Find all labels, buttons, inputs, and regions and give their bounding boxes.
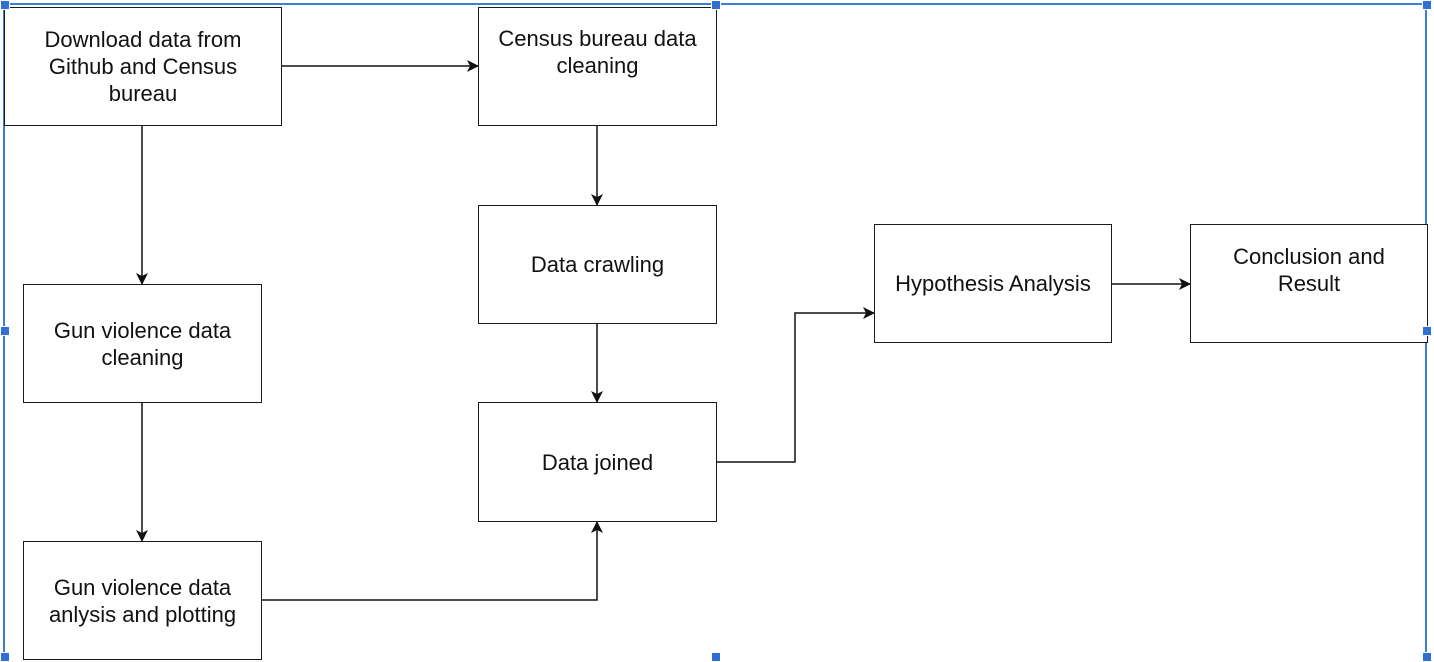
node-census-cleaning-label: Census bureau data cleaning [498,25,697,78]
selection-handle-top-right[interactable] [1422,0,1432,10]
node-census-cleaning[interactable]: Census bureau data cleaning [478,7,717,126]
selection-handle-top-left[interactable] [0,0,10,10]
node-conclusion-result[interactable]: Conclusion and Result [1190,224,1428,343]
node-conclusion-result-label: Conclusion and Result [1233,243,1385,296]
node-data-crawling-label: Data crawling [530,252,665,277]
node-gun-violence-cleaning-label: Gun violence data cleaning [53,317,232,370]
node-gun-violence-analysis-label: Gun violence data anlysis and plotting [48,574,237,627]
node-download-data[interactable]: Download data from Github and Census bur… [4,7,282,126]
selection-handle-bottom-middle[interactable] [711,652,721,662]
selection-handle-middle-left[interactable] [0,326,10,336]
edge-data-joined-to-hypothesis [716,307,875,463]
selection-handle-middle-right[interactable] [1422,326,1432,336]
node-hypothesis-analysis-label: Hypothesis Analysis [895,271,1091,296]
edge-gun-analysis-to-data-joined [262,521,603,601]
node-data-joined[interactable]: Data joined [478,402,717,522]
node-gun-violence-cleaning[interactable]: Gun violence data cleaning [23,284,262,403]
node-data-joined-label: Data joined [541,449,654,475]
node-gun-violence-analysis[interactable]: Gun violence data anlysis and plotting [23,541,262,660]
selection-handle-top-middle[interactable] [711,0,721,10]
selection-handle-bottom-right[interactable] [1422,652,1432,662]
node-hypothesis-analysis[interactable]: Hypothesis Analysis [874,224,1112,343]
node-download-data-label: Download data from Github and Census bur… [44,27,242,106]
selection-handle-bottom-left[interactable] [0,652,10,662]
node-data-crawling[interactable]: Data crawling [478,205,717,324]
